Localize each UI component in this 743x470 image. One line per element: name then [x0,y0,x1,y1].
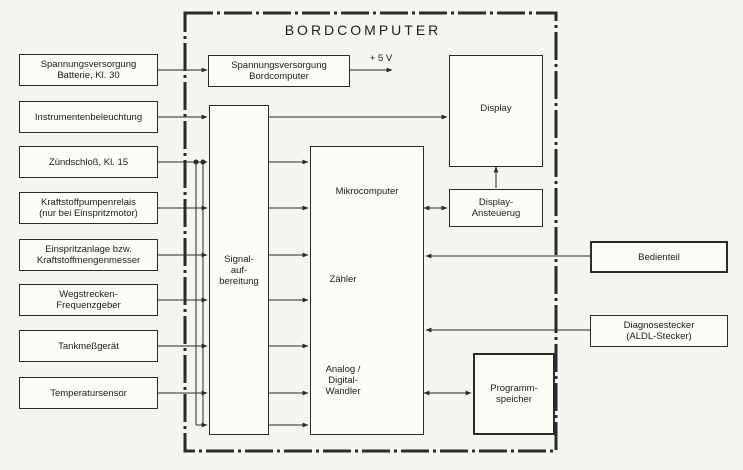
program-memory-block: Programm- speicher [473,353,555,435]
adc-label: Analog / Digital- Wandler [325,364,361,397]
voltage-label: + 5 V [369,53,393,64]
input-tank-gauge: Tankmeßgerät [19,330,158,362]
control-unit-block: Bedienteil [590,241,728,273]
display-block: Display [449,55,543,167]
input-distance-sensor: Wegstrecken- Frequenzgeber [19,284,158,316]
diagram-title: BORDCOMPUTER [284,22,442,38]
display-label: Display [480,103,512,114]
diagnostic-connector-block: Diagnosestecker (ALDL-Stecker) [590,315,728,347]
input-fuel-pump-relay: Kraftstoffpumpenrelais (nur bei Einsprit… [19,192,158,224]
input-temperature-sensor: Temperatursensor [19,377,158,409]
supply-block: Spannungsversorgung Bordcomputer [208,55,350,87]
microcomputer-label: Mikrocomputer [335,186,399,197]
input-battery-supply: Spannungsversorgung Batterie, Kl. 30 [19,54,158,86]
bordcomputer-frame [183,11,558,453]
input-instrument-lighting: Instrumentenbeleuchtung [19,101,158,133]
microcomputer-block [310,146,424,435]
input-ignition-switch: Zündschloß, Kl. 15 [19,146,158,178]
display-driver-block: Display- Ansteuerug [449,189,543,227]
input-injection-system: Einspritzanlage bzw. Kraftstoffmengenmes… [19,239,158,271]
counter-label: Zähler [329,274,357,285]
signal-conditioning-block: Signal- auf- bereitung [209,105,269,435]
